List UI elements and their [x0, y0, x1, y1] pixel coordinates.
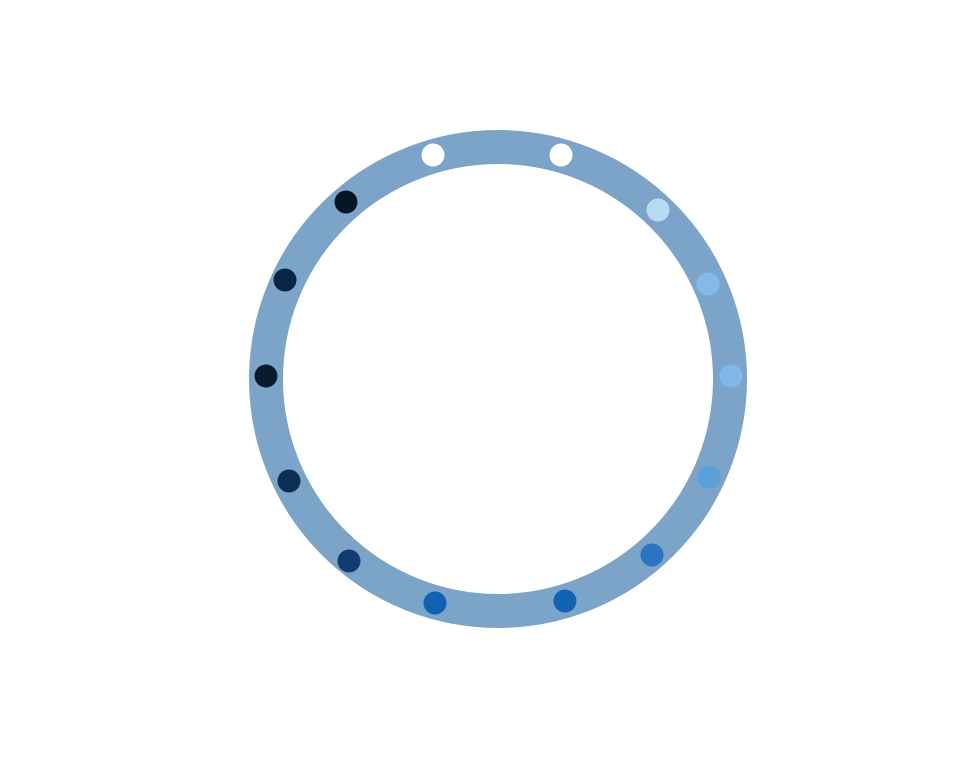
ring-dot [254, 364, 278, 388]
ring-dot [337, 549, 361, 573]
ring-dot [719, 364, 743, 388]
ring-dot [277, 469, 301, 493]
ring-dot [273, 268, 297, 292]
dot-layer [254, 143, 743, 615]
ring-dot [549, 143, 573, 167]
ring-dot [640, 543, 664, 567]
ring-dot [421, 143, 445, 167]
ring-dot [646, 198, 670, 222]
ring-dot [697, 465, 721, 489]
ring-dot [334, 190, 358, 214]
ring-dot [423, 591, 447, 615]
ring-dot [696, 272, 720, 296]
ring-dot [553, 589, 577, 613]
